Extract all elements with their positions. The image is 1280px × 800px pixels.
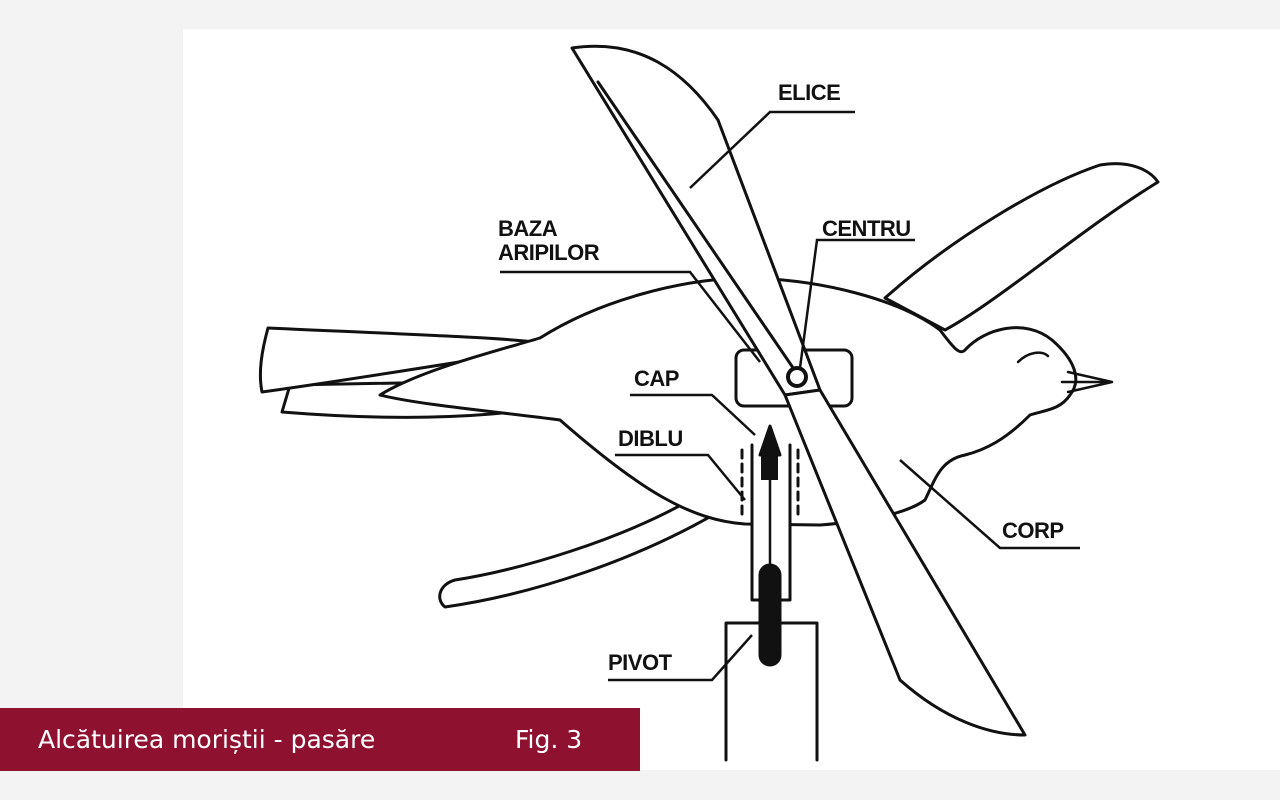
dowel-dashed: [740, 448, 800, 522]
label-elice: ELICE: [778, 80, 840, 105]
leader-cap: [630, 393, 756, 436]
caption-bar: Alcătuirea moriștii - pasăre Fig. 3: [0, 708, 640, 771]
leader-elice: [689, 110, 855, 189]
label-baza-line2: ARIPILOR: [498, 240, 600, 265]
leader-centru: [798, 238, 915, 369]
pivot-rod: [758, 563, 782, 667]
label-baza-line1: BAZA: [498, 216, 558, 241]
leader-pivot: [608, 634, 753, 682]
center-circle: [786, 366, 808, 388]
leader-diblu: [615, 453, 746, 501]
label-cap: CAP: [634, 366, 679, 391]
upper-wing: [883, 162, 1160, 332]
caption-title: Alcătuirea moriștii - pasăre: [38, 725, 376, 754]
label-pivot: PIVOT: [608, 650, 673, 675]
leader-corp: [899, 459, 1080, 550]
label-centru: CENTRU: [822, 216, 911, 241]
propeller-blade-b: [783, 388, 1027, 737]
label-corp: CORP: [1002, 518, 1064, 543]
lower-wing: [438, 498, 732, 609]
label-diblu: DIBLU: [618, 426, 683, 451]
beak: [1060, 370, 1114, 394]
leader-baza: [500, 270, 761, 363]
propeller-blade-c: [596, 80, 802, 380]
figure-number: Fig. 3: [515, 725, 583, 754]
eye: [1016, 351, 1050, 364]
